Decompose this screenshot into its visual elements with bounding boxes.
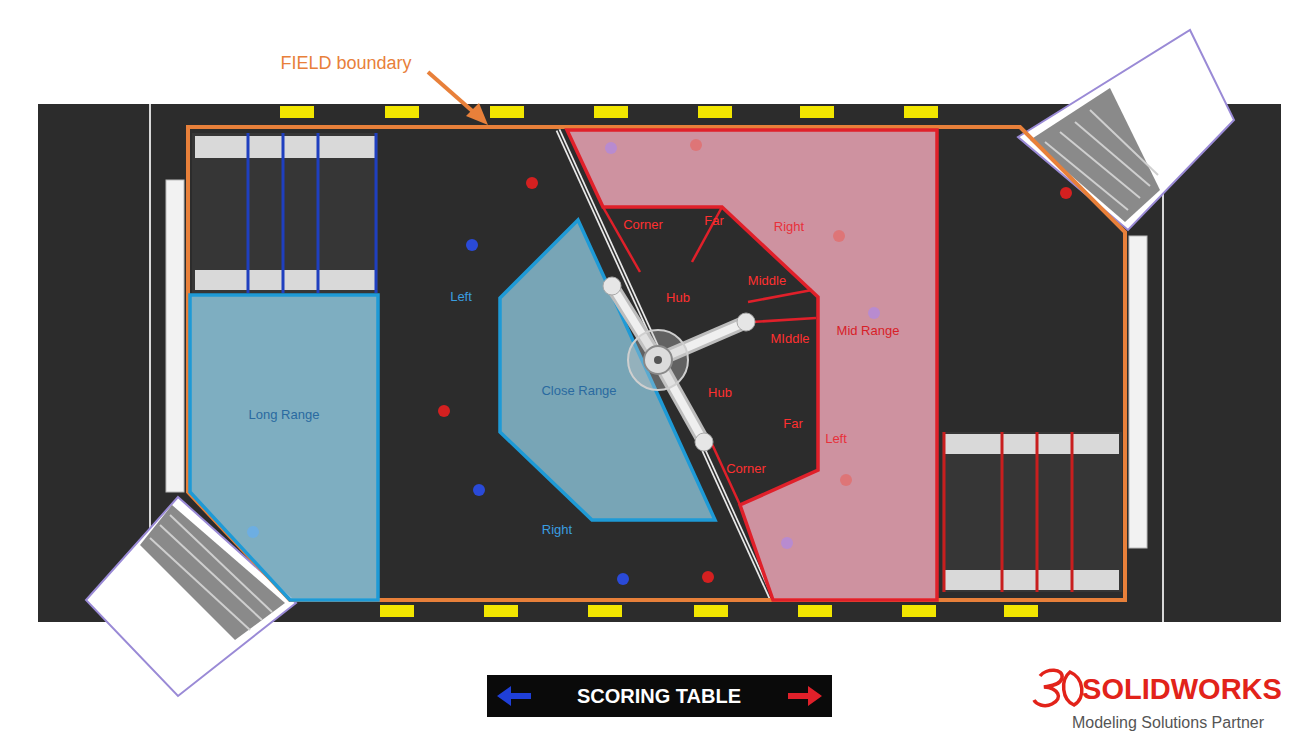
mid-range-zone: Mid Range [565, 128, 939, 602]
terminal [1018, 30, 1234, 230]
red-position-label: Far [704, 214, 724, 229]
leader-line [428, 72, 478, 116]
field-markers [280, 106, 1038, 617]
blue-position-label: Right [542, 523, 572, 538]
red-position-label: Far [783, 417, 803, 432]
hub-center [644, 346, 672, 374]
hub-arm [612, 286, 658, 360]
hub-arm-end [695, 433, 713, 451]
long-range-zone: Long Range [188, 293, 380, 602]
red-position-label: Hub [708, 386, 732, 401]
hub-arm [658, 322, 746, 360]
hub-arm [658, 360, 704, 442]
zone-divider [752, 318, 816, 322]
zone-shape [188, 293, 380, 602]
zone-divider [748, 290, 812, 302]
cargo [247, 526, 259, 538]
zone-label: SCORING TABLE [577, 685, 741, 708]
cargo [690, 139, 702, 151]
hub-arm [658, 322, 746, 360]
blue-hangar [192, 133, 378, 293]
hub-arm [658, 360, 704, 442]
leader-arrowhead [466, 103, 488, 125]
red-position-label: Right [774, 220, 804, 235]
zone-shape [565, 128, 939, 602]
red-position-label: Corner [726, 462, 766, 477]
red-position-label: Corner [623, 218, 663, 233]
hub-arm-end [737, 313, 755, 331]
red-arrow [788, 686, 822, 706]
callout-label: FIELD boundary [280, 53, 411, 74]
cargo [833, 230, 845, 242]
logo-text: SOLIDWORKS [1082, 673, 1282, 706]
scoring-table-box: SCORING TABLE [487, 675, 832, 717]
zone-shape [496, 216, 718, 522]
hub-arm-end [603, 277, 621, 295]
zone-label: Mid Range [837, 324, 900, 339]
red-position-label: MIddle [770, 332, 809, 347]
hub-ring [628, 330, 688, 390]
zone-label: Long Range [249, 408, 320, 423]
logo-glyph [1034, 670, 1082, 705]
red-position-label: Hub [666, 291, 690, 306]
field-boundary [188, 127, 1125, 600]
cargo [605, 142, 617, 154]
hub-arm [612, 286, 658, 360]
blue-position-label: Left [450, 290, 472, 305]
cargo [781, 537, 793, 549]
blue-arrow [497, 686, 531, 706]
zone-outline [190, 295, 378, 600]
zone-label: Close Range [541, 384, 616, 399]
close-range-zone: Close Range [496, 216, 718, 522]
red-position-label: Left [825, 432, 847, 447]
zone-outline [567, 130, 937, 600]
zone-outline [500, 220, 715, 520]
logo-tagline: Modeling Solutions Partner [1072, 714, 1264, 732]
red-position-label: Middle [748, 274, 786, 289]
cargo [840, 474, 852, 486]
alliance-wall [166, 180, 184, 492]
alliance-wall [1129, 236, 1147, 548]
hub-center [654, 356, 662, 364]
cargo [868, 307, 880, 319]
red-hangar [942, 432, 1122, 592]
